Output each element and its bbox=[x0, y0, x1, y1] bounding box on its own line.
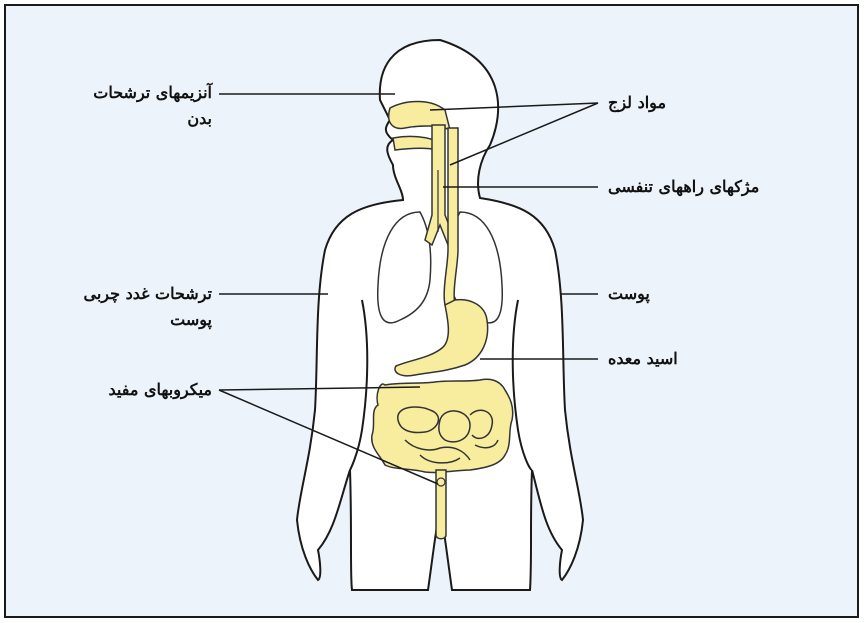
label-body-enzymes-line1: آنزیمهای ترشحات bbox=[20, 80, 212, 106]
label-skin: پوست bbox=[608, 281, 650, 307]
label-stomach-acid: اسید معده bbox=[608, 346, 678, 372]
label-body-enzymes-line2: بدن bbox=[20, 106, 212, 132]
label-beneficial-microbes: میکروبهای مفید bbox=[20, 377, 212, 403]
label-sebaceous-line2: پوست bbox=[20, 307, 212, 333]
label-airway-cilia: مژکهای راههای تنفسی bbox=[608, 174, 759, 200]
label-body-enzymes: آنزیمهای ترشحات بدن bbox=[20, 80, 212, 132]
label-sebaceous: ترشحات غدد چربی پوست bbox=[20, 281, 212, 333]
label-sebaceous-line1: ترشحات غدد چربی bbox=[20, 281, 212, 307]
label-mucus: مواد لزج bbox=[608, 90, 666, 116]
